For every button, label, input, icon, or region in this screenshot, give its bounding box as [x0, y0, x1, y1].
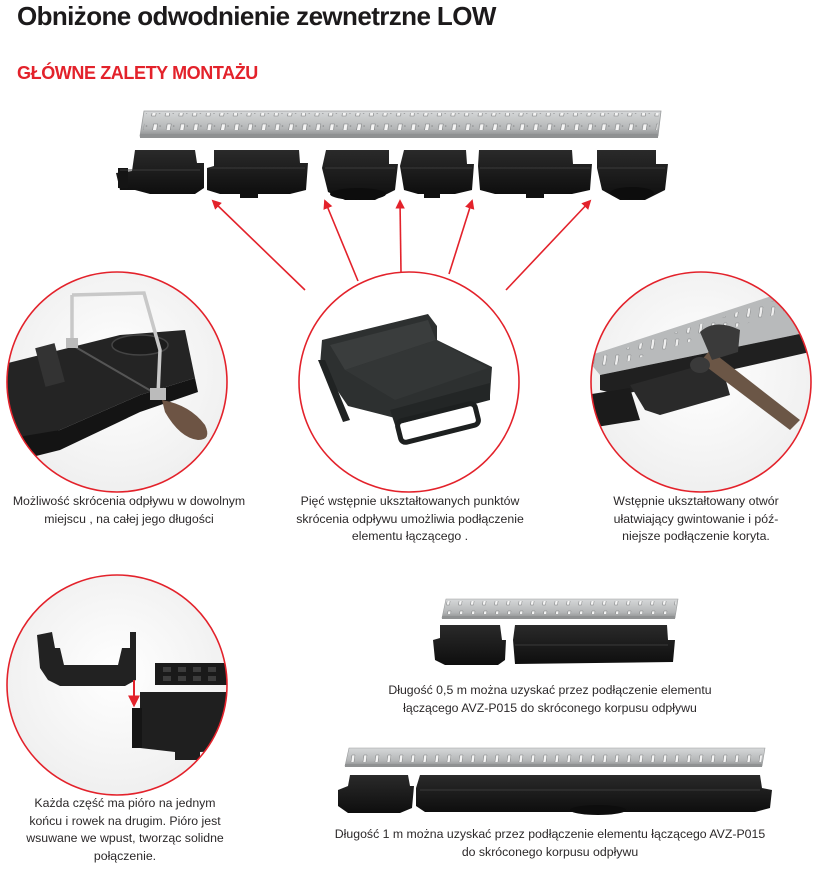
caption-cutting: Możliwość skrócenia odpływu w dowolnym m… — [0, 493, 258, 528]
caption-line: łączącego AVZ-P015 do skróconego korpusu… — [403, 700, 697, 715]
caption-line: końcu i rowek na drugim. Pióro jest — [29, 813, 221, 828]
caption-line: Pięć wstępnie ukształtowanych punktów — [300, 494, 520, 508]
caption-line: Wstępnie ukształtowany otwór — [613, 494, 779, 508]
caption-line: Długość 1 m można uzyskać przez podłącze… — [334, 827, 766, 841]
caption-knockout: Wstępnie ukształtowany otwór ułatwiający… — [578, 493, 814, 546]
caption-half-meter: Długość 0,5 m można uzyskać przez podłąc… — [350, 682, 750, 717]
caption-tongue-groove: Każda część ma pióro na jednym końcu i r… — [10, 795, 240, 865]
caption-line: miejscu , na całej jego długości — [44, 511, 214, 526]
caption-line: połączenie. — [93, 848, 157, 863]
caption-line: elementu łączącego . — [351, 529, 469, 543]
caption-line: skrócenia odpływu umożliwia podłączenie — [296, 511, 524, 526]
page-title: Obniżone odwodnienie zewnetrzne LOW — [17, 1, 496, 31]
caption-line: niejsze podłączenie koryta. — [622, 529, 770, 543]
feature-image-knockout — [590, 271, 812, 493]
feature-image-tongue-groove — [6, 574, 228, 796]
section-subtitle: GŁÓWNE ZALETY MONTAŻU — [17, 63, 258, 83]
caption-one-meter: Długość 1 m można uzyskać przez podłącze… — [300, 826, 800, 861]
caption-line: Każda część ma pióro na jednym — [34, 796, 216, 810]
feature-image-cutting — [6, 271, 228, 493]
caption-line: do skróconego korpusu odpływu — [461, 844, 639, 859]
caption-line: wsuwane we wpust, tworząc solidne — [26, 831, 224, 845]
caption-line: ułatwiający gwintowanie i póź- — [613, 511, 779, 526]
caption-line: Możliwość skrócenia odpływu w dowolnym — [12, 494, 246, 508]
feature-image-connector — [298, 271, 520, 493]
exploded-channel-image — [116, 110, 668, 200]
caption-line: Długość 0,5 m można uzyskać przez podłąc… — [388, 683, 712, 697]
assembly-image-one-meter — [338, 747, 772, 815]
cut-point-arrows — [211, 199, 592, 291]
caption-connector: Pięć wstępnie ukształtowanych punktów sk… — [272, 493, 548, 546]
assembly-image-half-meter — [433, 598, 679, 665]
